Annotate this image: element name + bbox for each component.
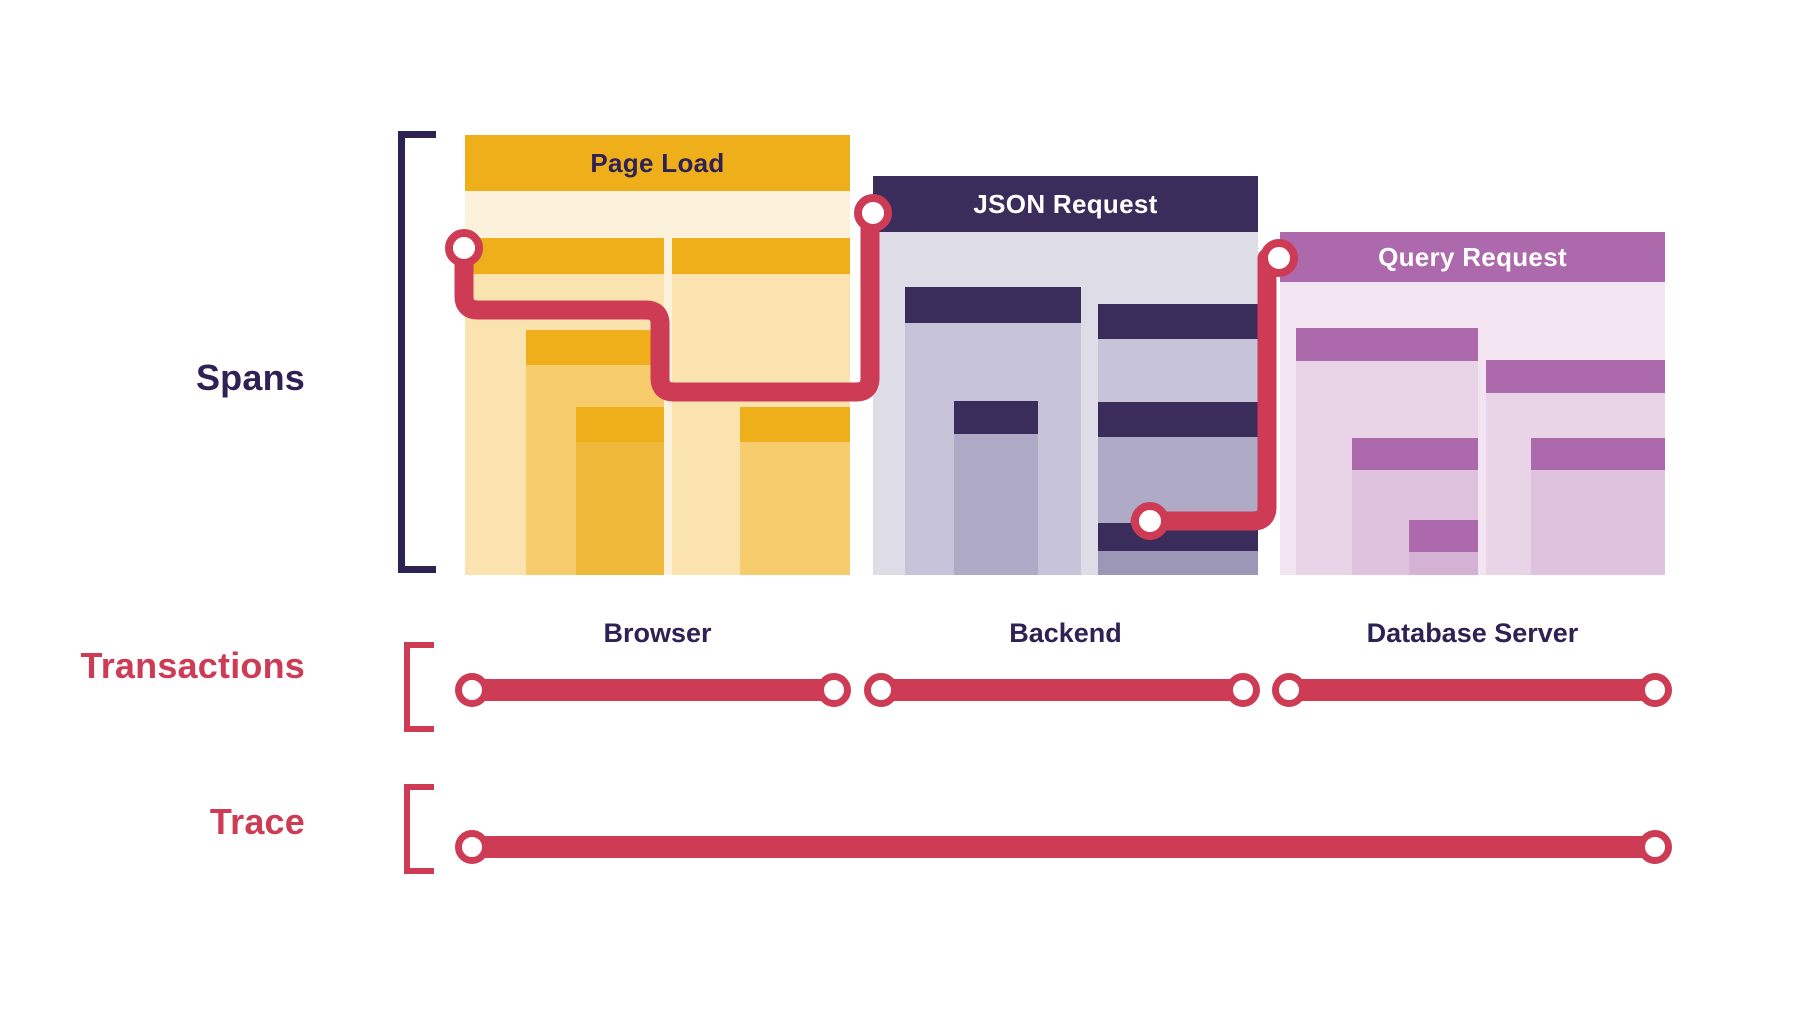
transaction-node-backend-end[interactable] [1226,673,1260,707]
backend-transaction-title: JSON Request [873,176,1258,232]
trace-bar[interactable] [464,836,1649,858]
backend-span-2a-cap [954,401,1038,434]
service-panel-database: Query Request [1280,232,1665,575]
database-transaction-title: Query Request [1280,232,1665,282]
database-span-1b-cap [1486,360,1665,393]
service-caption-database: Database Server [1366,618,1579,648]
browser-transaction-title: Page Load [465,135,850,191]
browser-span-2b-cap [740,407,850,442]
backend-span-3b [1098,523,1258,575]
browser-span-1a-cap [465,238,664,274]
spans-bracket [398,131,436,573]
backend-span-1b-cap [1098,304,1258,339]
backend-span-2a [954,401,1038,575]
transaction-node-browser-end[interactable] [817,673,851,707]
transaction-node-database-end[interactable] [1638,673,1672,707]
browser-span-2a-cap [526,330,664,365]
service-panel-browser: Page Load [465,135,850,575]
database-span-1a-cap [1296,328,1478,361]
transactions-bracket [404,642,434,732]
backend-span-2b-cap [1098,402,1258,437]
row-label-spans: Spans [195,357,305,398]
database-span-2b-cap [1531,438,1665,470]
backend-span-3b-cap [1098,523,1258,551]
browser-span-2b [740,407,850,575]
transaction-bar-database[interactable] [1281,679,1666,701]
database-span-3a-cap [1409,520,1478,552]
transaction-bar-backend[interactable] [873,679,1243,701]
browser-span-1b-cap [672,238,850,274]
trace-node-end[interactable] [1638,830,1672,864]
backend-span-1a-cap [905,287,1081,323]
database-span-2b [1531,438,1665,575]
service-caption-backend: Backend [1009,618,1122,648]
trace-node-start[interactable] [455,830,489,864]
browser-span-3a-cap [576,407,664,442]
transaction-node-backend-start[interactable] [864,673,898,707]
service-panel-backend: JSON Request [873,176,1258,575]
database-span-2a-cap [1352,438,1478,470]
row-label-trace: Trace [209,801,305,842]
database-span-3a [1409,520,1478,575]
browser-span-3a [576,407,664,575]
transaction-bar-browser[interactable] [464,679,834,701]
transaction-node-database-start[interactable] [1272,673,1306,707]
trace-bracket [404,784,434,874]
transaction-node-browser-start[interactable] [455,673,489,707]
service-caption-browser: Browser [603,618,712,648]
row-label-transactions: Transactions [80,645,305,686]
